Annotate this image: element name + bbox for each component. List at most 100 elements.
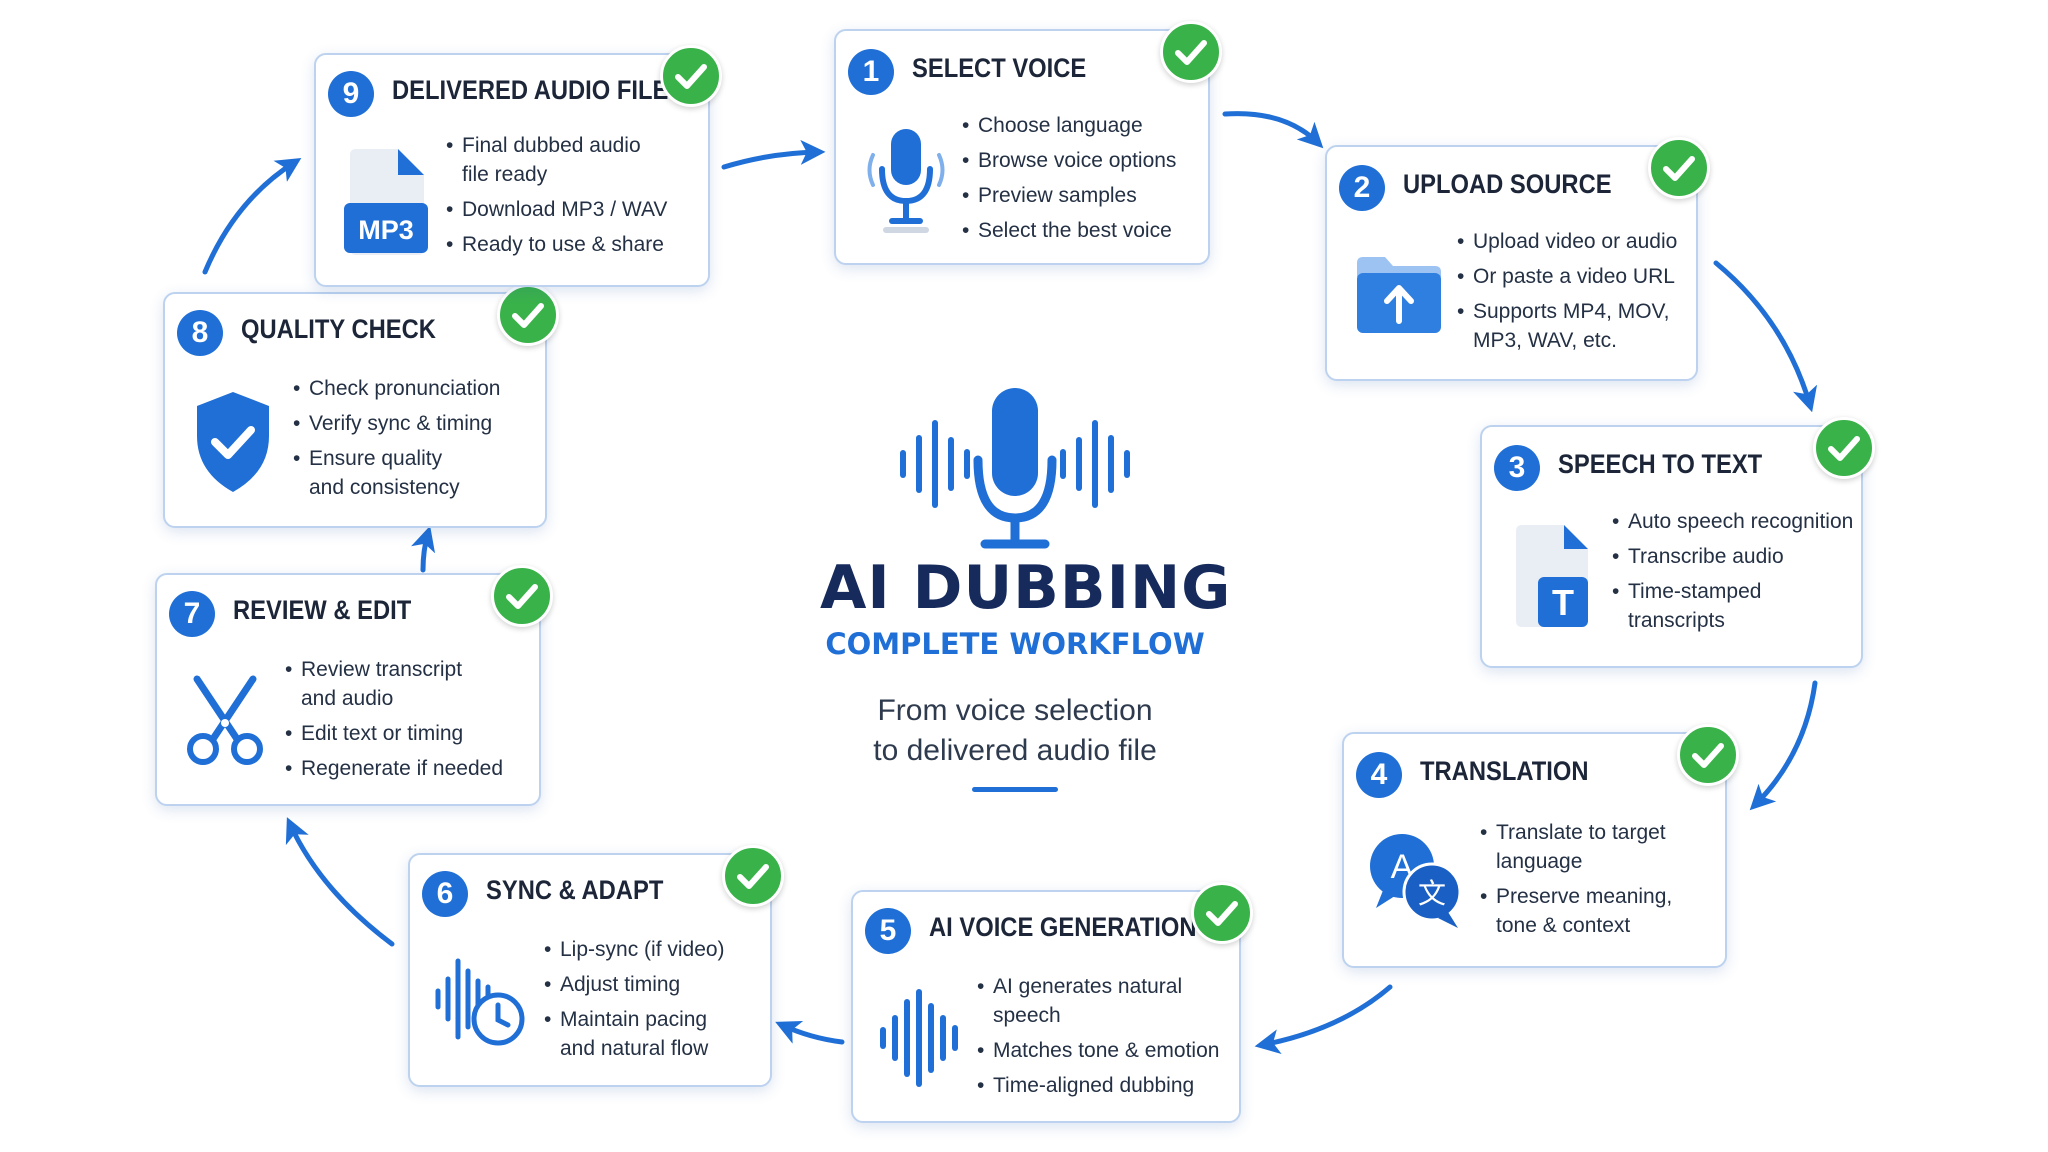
list-item: Browse voice options bbox=[962, 146, 1176, 175]
check-icon bbox=[1160, 21, 1222, 83]
arrow-9-to-1 bbox=[721, 139, 826, 170]
folder-upload-icon bbox=[1355, 253, 1443, 340]
arrow-3-to-4 bbox=[1749, 680, 1818, 811]
step-number-badge: 8 bbox=[177, 310, 223, 356]
arrow-6-to-7 bbox=[285, 817, 395, 947]
step-card-ai-voice-generation: 5 AI VOICE GENERATION AI generates natur… bbox=[851, 882, 1253, 1123]
list-item: Final dubbed audio file ready bbox=[446, 131, 667, 189]
scissors-icon bbox=[185, 675, 265, 774]
list-item: Upload video or audio bbox=[1457, 227, 1677, 256]
list-item: Ensure quality and consistency bbox=[293, 444, 500, 502]
shield-check-icon bbox=[193, 390, 273, 499]
list-item: Choose language bbox=[962, 111, 1176, 140]
arrow-8-to-9 bbox=[202, 157, 302, 275]
step-card-quality-check: 8 QUALITY CHECK Check pronunciation Veri… bbox=[163, 284, 559, 528]
list-item: Edit text or timing bbox=[285, 719, 503, 748]
check-icon bbox=[660, 45, 722, 107]
list-item: Translate to target language bbox=[1480, 818, 1672, 876]
step-card-select-voice: 1 SELECT VOICE Choose language Browse vo… bbox=[834, 21, 1222, 265]
step-title: SELECT VOICE bbox=[912, 53, 1087, 83]
step-title: DELIVERED AUDIO FILE bbox=[392, 75, 669, 105]
mp3-file-icon: MP3 bbox=[344, 147, 428, 262]
arrow-2-to-3 bbox=[1713, 260, 1818, 413]
tagline: From voice selection to delivered audio … bbox=[873, 694, 1157, 767]
list-item: Or paste a video URL bbox=[1457, 262, 1677, 291]
step-card-review-edit: 7 REVIEW & EDIT Review transcript and au… bbox=[155, 565, 553, 806]
list-item: Matches tone & emotion bbox=[977, 1036, 1219, 1065]
step-number-badge: 9 bbox=[328, 71, 374, 117]
list-item: Download MP3 / WAV bbox=[446, 195, 667, 224]
step-bullets: Translate to target language Preserve me… bbox=[1480, 818, 1672, 946]
list-item: Lip-sync (if video) bbox=[544, 935, 725, 964]
step-number-badge: 5 bbox=[865, 908, 911, 954]
check-icon bbox=[1191, 882, 1253, 944]
list-item: Adjust timing bbox=[544, 970, 725, 999]
check-icon bbox=[1648, 137, 1710, 199]
step-title: UPLOAD SOURCE bbox=[1403, 169, 1612, 199]
center-title-block: AI DUBBING COMPLETE WORKFLOW From voice … bbox=[820, 378, 1232, 792]
step-title: SYNC & ADAPT bbox=[486, 875, 664, 905]
step-card-speech-to-text: 3 SPEECH TO TEXT T Auto speech recogniti… bbox=[1480, 417, 1875, 668]
page-title: AI DUBBING bbox=[820, 553, 1232, 623]
step-bullets: AI generates natural speech Matches tone… bbox=[977, 972, 1219, 1106]
icon-letter: T bbox=[1552, 582, 1574, 623]
step-number-badge: 3 bbox=[1494, 445, 1540, 491]
list-item: Regenerate if needed bbox=[285, 754, 503, 783]
microphone-waveform-icon bbox=[900, 388, 1130, 549]
list-item: Ready to use & share bbox=[446, 230, 667, 259]
list-item: Check pronunciation bbox=[293, 374, 500, 403]
check-icon bbox=[497, 284, 559, 346]
step-bullets: Check pronunciation Verify sync & timing… bbox=[293, 374, 500, 508]
arrow-5-to-6 bbox=[775, 1021, 845, 1045]
list-item: Supports MP4, MOV, MP3, WAV, etc. bbox=[1457, 297, 1677, 355]
step-number-badge: 7 bbox=[169, 591, 215, 637]
waveform-icon bbox=[877, 988, 967, 1093]
waveform-clock-icon bbox=[434, 953, 530, 1054]
list-item: Time-stamped transcripts bbox=[1612, 577, 1853, 635]
title-underline bbox=[972, 787, 1058, 792]
step-bullets: Choose language Browse voice options Pre… bbox=[962, 111, 1176, 251]
check-icon bbox=[1813, 417, 1875, 479]
icon-letter: 文 bbox=[1418, 877, 1446, 910]
arrow-7-to-8 bbox=[411, 525, 436, 573]
list-item: Verify sync & timing bbox=[293, 409, 500, 438]
step-number-badge: 2 bbox=[1339, 165, 1385, 211]
icon-label: MP3 bbox=[358, 215, 414, 245]
list-item: Auto speech recognition bbox=[1612, 507, 1853, 536]
step-title: TRANSLATION bbox=[1420, 756, 1589, 786]
step-bullets: Lip-sync (if video) Adjust timing Mainta… bbox=[544, 935, 725, 1069]
step-bullets: Review transcript and audio Edit text or… bbox=[285, 655, 503, 789]
step-number-badge: 1 bbox=[848, 49, 894, 95]
step-bullets: Auto speech recognition Transcribe audio… bbox=[1612, 507, 1853, 641]
step-card-translation: 4 TRANSLATION A 文 Translate to target la… bbox=[1342, 724, 1739, 968]
step-title: QUALITY CHECK bbox=[241, 314, 436, 344]
step-card-delivered-audio-file: 9 DELIVERED AUDIO FILE MP3 Final dubbed … bbox=[314, 45, 722, 287]
step-number-badge: 4 bbox=[1356, 752, 1402, 798]
step-card-sync-adapt: 6 SYNC & ADAPT Lip-sync (if video) Adjus… bbox=[408, 845, 784, 1087]
microphone-icon bbox=[856, 125, 956, 240]
step-number-badge: 6 bbox=[422, 871, 468, 917]
list-item: Review transcript and audio bbox=[285, 655, 503, 713]
text-document-icon: T bbox=[1512, 523, 1592, 634]
check-icon bbox=[1677, 724, 1739, 786]
list-item: Select the best voice bbox=[962, 216, 1176, 245]
arrow-4-to-5 bbox=[1254, 984, 1393, 1054]
step-title: REVIEW & EDIT bbox=[233, 595, 412, 625]
step-title: SPEECH TO TEXT bbox=[1558, 449, 1763, 479]
check-icon bbox=[491, 565, 553, 627]
step-card-upload-source: 2 UPLOAD SOURCE Upload video or audio Or… bbox=[1325, 137, 1710, 381]
arrow-1-to-2 bbox=[1222, 111, 1324, 149]
check-icon bbox=[722, 845, 784, 907]
step-title: AI VOICE GENERATION bbox=[929, 912, 1197, 942]
page-subtitle: COMPLETE WORKFLOW bbox=[825, 627, 1205, 661]
list-item: Preview samples bbox=[962, 181, 1176, 210]
translate-bubbles-icon: A 文 bbox=[1366, 830, 1466, 935]
list-item: Preserve meaning, tone & context bbox=[1480, 882, 1672, 940]
step-bullets: Upload video or audio Or paste a video U… bbox=[1457, 227, 1677, 361]
list-item: AI generates natural speech bbox=[977, 972, 1219, 1030]
list-item: Transcribe audio bbox=[1612, 542, 1853, 571]
step-bullets: Final dubbed audio file ready Download M… bbox=[446, 131, 667, 265]
list-item: Time-aligned dubbing bbox=[977, 1071, 1219, 1100]
list-item: Maintain pacing and natural flow bbox=[544, 1005, 725, 1063]
